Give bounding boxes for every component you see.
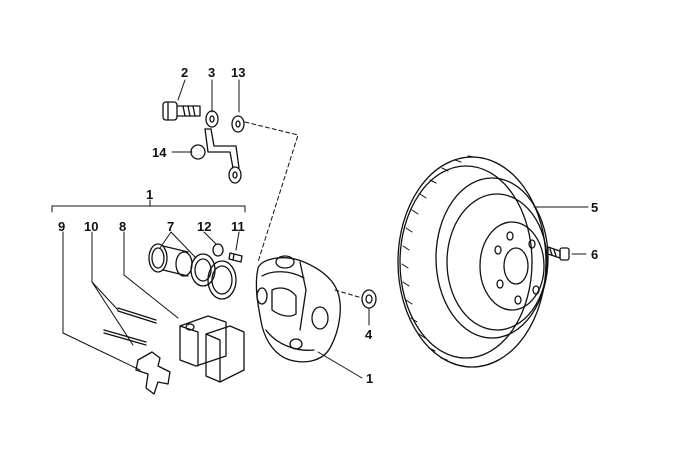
bolt-part-2	[162, 101, 201, 121]
callout-label-7: 7	[167, 219, 175, 234]
bleeder-valve-part-11	[228, 252, 243, 263]
brake-disc-part-5	[397, 155, 549, 368]
callout-label-9: 9	[58, 219, 66, 234]
spring-part-9	[135, 351, 171, 395]
cap-part-12	[212, 243, 224, 257]
brake-pads-part-8	[179, 315, 245, 383]
callout-label-1-top: 1	[146, 187, 154, 202]
callout-label-3: 3	[208, 65, 216, 80]
washer-part-4	[361, 289, 377, 309]
seal-rings-part-7	[148, 243, 237, 300]
bracket	[204, 128, 242, 184]
callout-label-4: 4	[365, 327, 373, 342]
screw-part-6	[547, 246, 570, 261]
callout-label-12: 12	[197, 219, 212, 234]
caliper-part-1	[255, 255, 341, 363]
callout-label-1-bottom: 1	[366, 371, 374, 386]
callout-label-14: 14	[152, 145, 167, 160]
callout-label-11: 11	[231, 219, 245, 234]
callout-label-6: 6	[591, 247, 599, 262]
callout-label-13: 13	[231, 65, 246, 80]
callout-label-2: 2	[181, 65, 189, 80]
pins-part-10	[103, 307, 157, 346]
washer-part-13	[231, 115, 245, 133]
washer-part-3	[205, 110, 219, 128]
callout-label-10: 10	[84, 219, 99, 234]
alignment-dashed-line	[244, 121, 363, 299]
callout-label-5: 5	[591, 200, 599, 215]
callout-label-8: 8	[119, 219, 127, 234]
plug-part-14	[190, 144, 206, 160]
leader-lines	[51, 79, 589, 379]
